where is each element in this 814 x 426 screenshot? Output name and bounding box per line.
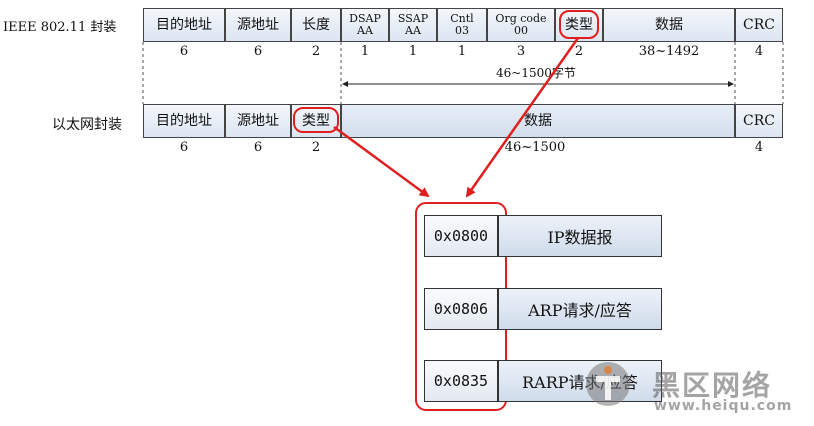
watermark-url: www.heiqu.com	[654, 398, 793, 414]
type-desc-ip: IP数据报	[498, 215, 662, 257]
ieee-dest-size: 6	[179, 44, 189, 59]
type-desc-rarp: RARP请求/应答	[498, 360, 662, 402]
ieee-orgcode-field: Org code 00	[487, 8, 555, 42]
ieee-data-field: 数据	[603, 8, 735, 42]
ieee-ssap-field: SSAP AA	[389, 8, 437, 42]
ieee-ssap-value: AA	[405, 24, 421, 37]
ieee-cntl-field: Cntl 03	[437, 8, 487, 42]
eth-type-arrow	[333, 125, 430, 198]
ieee-cntl-value: 03	[455, 24, 469, 37]
eth-data-field: 数据	[341, 104, 735, 138]
ieee-type-highlight	[559, 10, 599, 39]
ieee-ssap-size: 1	[408, 44, 418, 59]
ieee-cntl-size: 1	[457, 44, 467, 59]
ieee-length-size: 2	[311, 44, 321, 59]
eth-src-addr-field: 源地址	[225, 104, 291, 138]
eth-crc-size: 4	[754, 140, 764, 155]
type-code-rarp: 0x0835	[424, 360, 498, 402]
ieee-type-size: 2	[574, 44, 584, 59]
eth-dest-addr-field: 目的地址	[143, 104, 225, 138]
ieee-crc-size: 4	[754, 44, 764, 59]
eth-dest-size: 6	[179, 140, 189, 155]
ieee-src-addr-field: 源地址	[225, 8, 291, 42]
ieee-data-size: 38~1492	[638, 44, 700, 59]
ethernet-row-label: 以太网封装	[52, 117, 122, 133]
ieee-length-field: 长度	[291, 8, 341, 42]
ieee-ssap-name: SSAP	[397, 12, 429, 25]
ieee-dest-addr-field: 目的地址	[143, 8, 225, 42]
ieee-orgcode-value: 00	[514, 24, 528, 37]
ieee-crc-field: CRC	[735, 8, 783, 42]
ieee-dsap-name: DSAP	[349, 12, 381, 25]
watermark-logo-icon	[586, 362, 630, 406]
ieee-dsap-size: 1	[360, 44, 370, 59]
ieee-src-size: 6	[253, 44, 263, 59]
type-desc-arp: ARP请求/应答	[498, 288, 662, 330]
type-code-arp: 0x0806	[424, 288, 498, 330]
ieee-orgcode-size: 3	[516, 44, 526, 59]
ieee-cntl-name: Cntl	[450, 12, 474, 25]
ieee-dsap-field: DSAP AA	[341, 8, 389, 42]
eth-crc-field: CRC	[735, 104, 783, 138]
eth-src-size: 6	[253, 140, 263, 155]
eth-type-highlight	[293, 107, 339, 133]
ieee-type-arrow	[465, 37, 580, 198]
ieee-orgcode-name: Org code	[495, 12, 547, 25]
ieee-row-label: IEEE 802.11 封装	[3, 20, 117, 35]
watermark-title: 黑区网络	[652, 369, 773, 402]
eth-type-size: 2	[311, 140, 321, 155]
dashed-guides	[142, 42, 784, 104]
eth-data-size: 46~1500	[504, 140, 566, 155]
ieee-dsap-value: AA	[357, 24, 373, 37]
type-code-ip: 0x0800	[424, 215, 498, 257]
